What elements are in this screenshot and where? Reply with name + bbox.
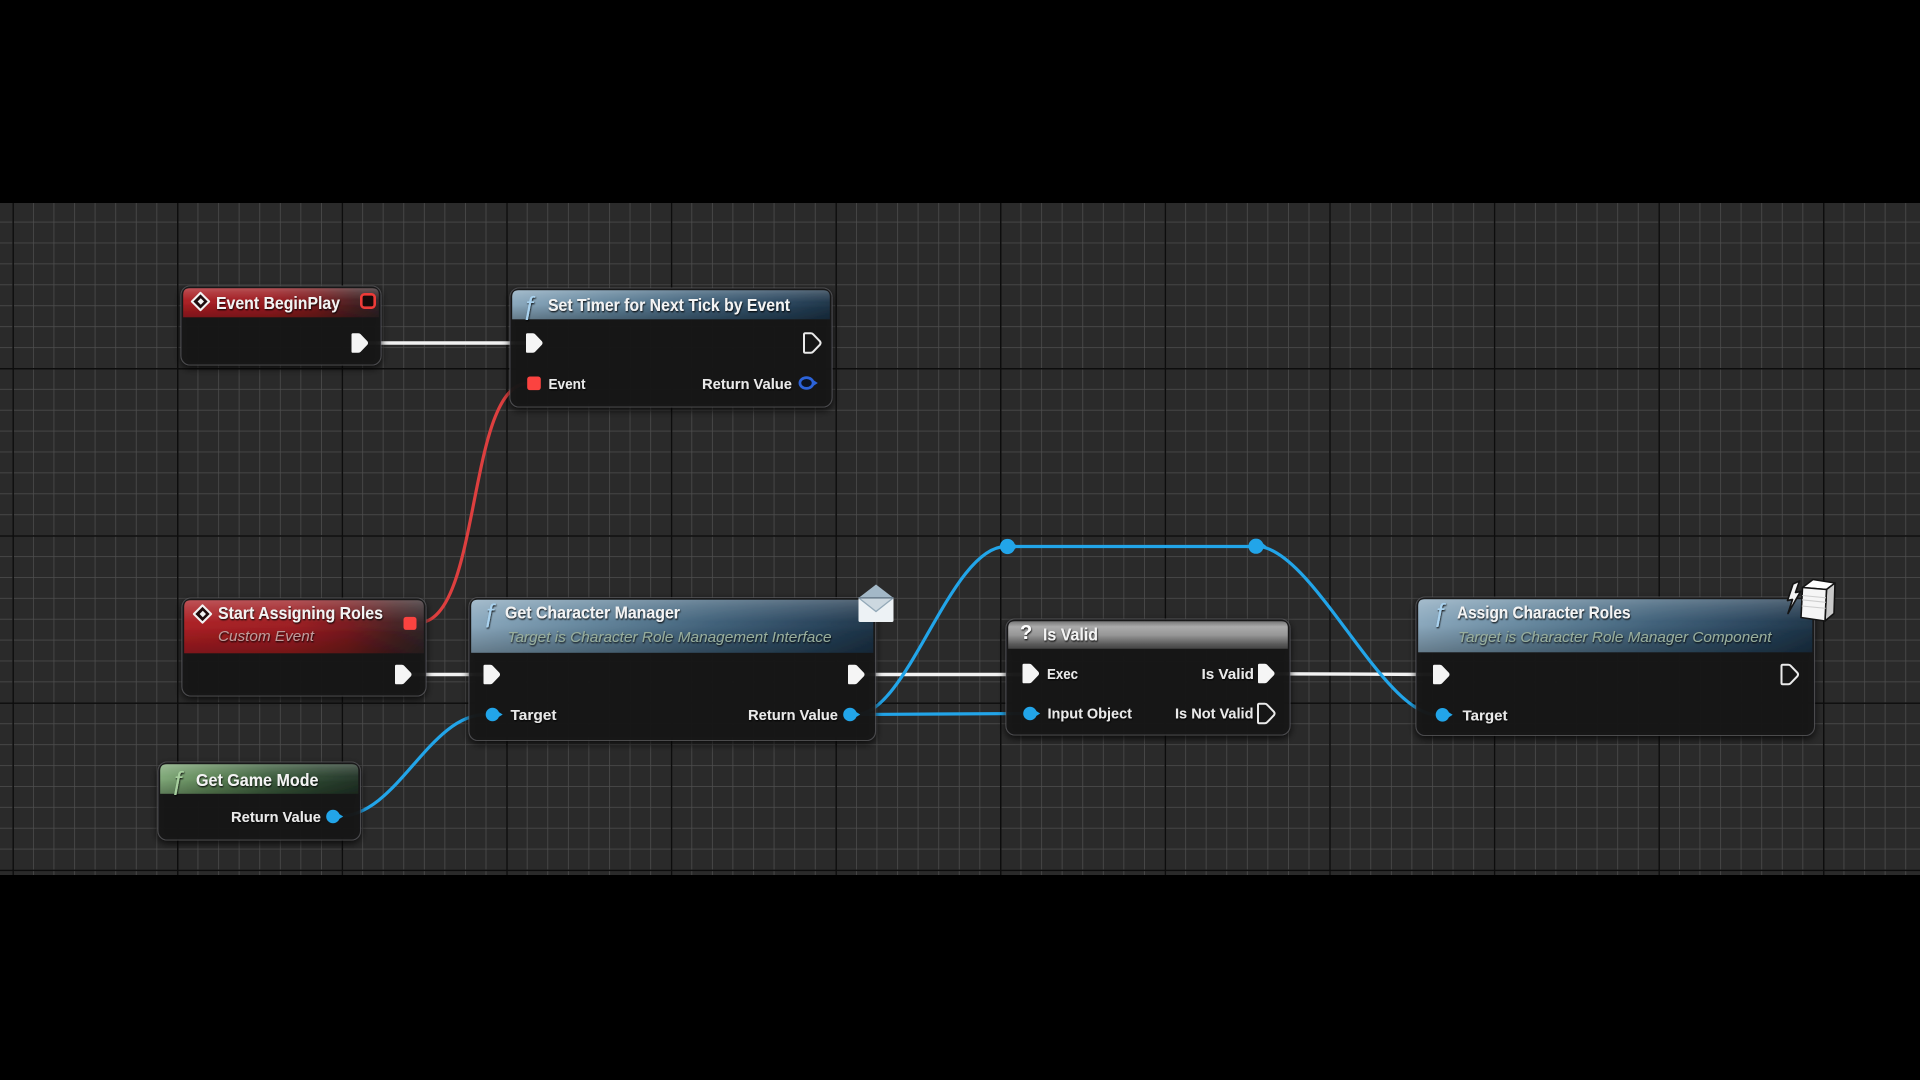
svg-text:Get Game Mode: Get Game Mode xyxy=(196,770,319,790)
svg-text:Is Not Valid: Is Not Valid xyxy=(1175,706,1254,723)
svg-text:Target: Target xyxy=(511,707,557,724)
svg-text:ƒ: ƒ xyxy=(522,291,536,321)
svg-text:Return Value: Return Value xyxy=(231,809,321,826)
svg-text:Event BeginPlay: Event BeginPlay xyxy=(216,293,340,313)
svg-text:Get Character Manager: Get Character Manager xyxy=(505,603,680,623)
svg-text:Exec: Exec xyxy=(1047,666,1078,683)
svg-text:Target is Character Role Manag: Target is Character Role Manager Compone… xyxy=(1458,629,1772,646)
svg-text:Event: Event xyxy=(549,376,586,393)
svg-text:Target: Target xyxy=(1463,707,1508,724)
svg-text:ƒ: ƒ xyxy=(171,766,185,796)
svg-text:Assign Character Roles: Assign Character Roles xyxy=(1457,603,1631,623)
svg-text:Return Value: Return Value xyxy=(748,707,838,724)
svg-text:?: ? xyxy=(1020,622,1032,644)
svg-text:Start Assigning Roles: Start Assigning Roles xyxy=(218,603,383,623)
svg-text:Is Valid: Is Valid xyxy=(1043,625,1098,645)
svg-text:Set Timer for Next Tick by Eve: Set Timer for Next Tick by Event xyxy=(548,295,790,315)
svg-text:Is Valid: Is Valid xyxy=(1202,666,1255,683)
svg-text:Return Value: Return Value xyxy=(702,376,792,393)
svg-text:ƒ: ƒ xyxy=(483,598,497,628)
svg-text:ƒ: ƒ xyxy=(1433,598,1447,628)
svg-text:Custom Event: Custom Event xyxy=(218,628,315,645)
svg-text:Input Object: Input Object xyxy=(1048,706,1133,723)
svg-text:Target is Character Role Manag: Target is Character Role Management Inte… xyxy=(508,629,832,646)
